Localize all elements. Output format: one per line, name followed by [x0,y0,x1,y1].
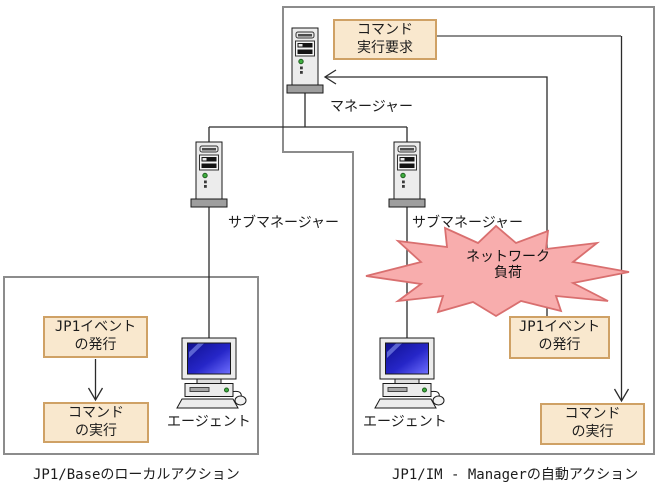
agent-left-label: エージェント [167,414,251,430]
agent-right-label: エージェント [363,414,447,430]
jp1-event-local-box: JP1イベント の発行 [43,316,148,358]
jp1-event-auto-line1: JP1イベント [518,319,601,335]
command-exec-local-line2: の実行 [75,422,117,439]
arrowhead-down-icon [87,387,104,402]
submanager-left-label: サブマネージャー [228,215,340,231]
network-load-line2: 負荷 [494,264,522,281]
network-load-line1: ネットワーク [466,249,550,265]
jp1-event-auto-line2: の発行 [538,336,581,353]
network-load-burst [365,224,630,318]
arrowhead-left-icon [323,69,337,85]
local-action-region-frame [3,276,259,455]
submanager-right-server-icon [388,141,426,208]
command-request-line2: 実行要求 [357,39,413,56]
command-exec-auto-line2: の実行 [571,423,614,440]
command-exec-local-box: コマンド の実行 [43,402,149,443]
command-exec-auto-box: コマンド の実行 [540,403,645,445]
local-action-caption: JP1/Baseのローカルアクション [33,467,240,483]
command-exec-local-line1: コマンド [68,405,124,421]
hierarchy-connector-lines [208,93,408,340]
agent-right-computer-icon [374,337,445,409]
submanager-left-server-icon [190,141,228,208]
command-exec-auto-line1: コマンド [564,406,621,422]
command-request-line1: コマンド [357,22,413,38]
network-load-label: ネットワーク 負荷 [447,249,569,281]
manager-label: マネージャー [330,99,414,115]
arrowhead-down-icon [613,388,630,403]
jp1-event-local-line1: JP1イベント [54,319,137,335]
auto-action-caption: JP1/IM - Managerの自動アクション [392,467,639,483]
submanager-right-label: サブマネージャー [412,215,524,231]
command-request-box: コマンド 実行要求 [333,19,437,60]
jp1-event-local-line2: の発行 [74,336,117,353]
manager-server-icon [286,27,324,94]
agent-left-computer-icon [176,337,247,409]
jp1-event-auto-box: JP1イベント の発行 [509,316,610,359]
auto-action-region-frame [282,6,655,455]
